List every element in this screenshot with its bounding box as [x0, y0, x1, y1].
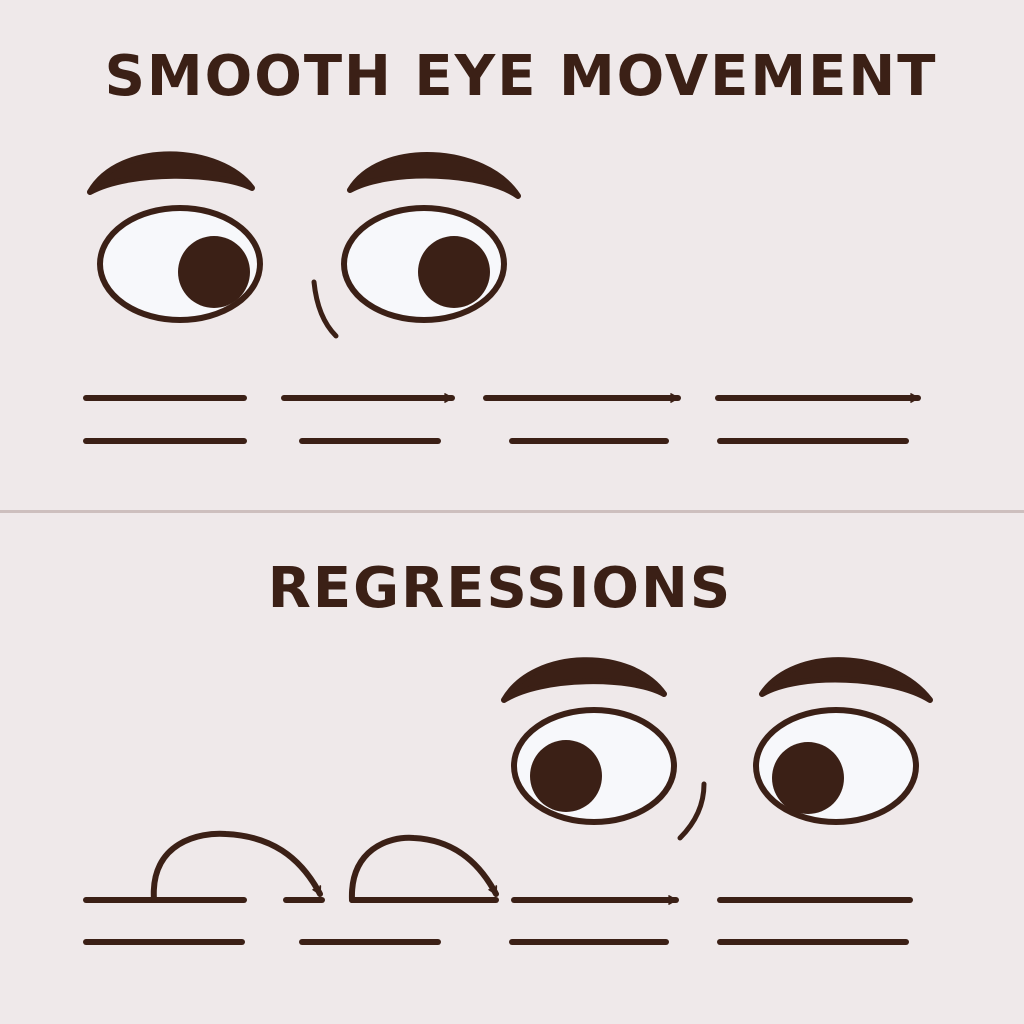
section-title-smooth: SMOOTH EYE MOVEMENT: [104, 44, 938, 109]
smooth-movement-face: [87, 151, 521, 339]
left-eyebrow: [501, 657, 667, 703]
left-eyebrow: [87, 151, 255, 195]
right-pupil: [772, 742, 844, 814]
right-eyebrow: [759, 657, 933, 703]
left-pupil: [178, 236, 250, 308]
smooth-movement-panel: SMOOTH EYE MOVEMENT: [0, 0, 1024, 510]
nose-line: [677, 781, 707, 841]
nose-line: [311, 279, 339, 339]
regression-loop-arrow: [150, 830, 323, 903]
right-pupil: [418, 236, 490, 308]
right-eyebrow: [347, 152, 521, 199]
regressions-face: [501, 657, 933, 841]
regression-loop-arrow: [348, 834, 499, 903]
section-title-regressions: REGRESSIONS: [267, 556, 733, 621]
regression-text-lines: [83, 830, 913, 945]
smooth-text-lines: [83, 393, 921, 444]
left-pupil: [530, 740, 602, 812]
section-divider: [0, 510, 1024, 513]
